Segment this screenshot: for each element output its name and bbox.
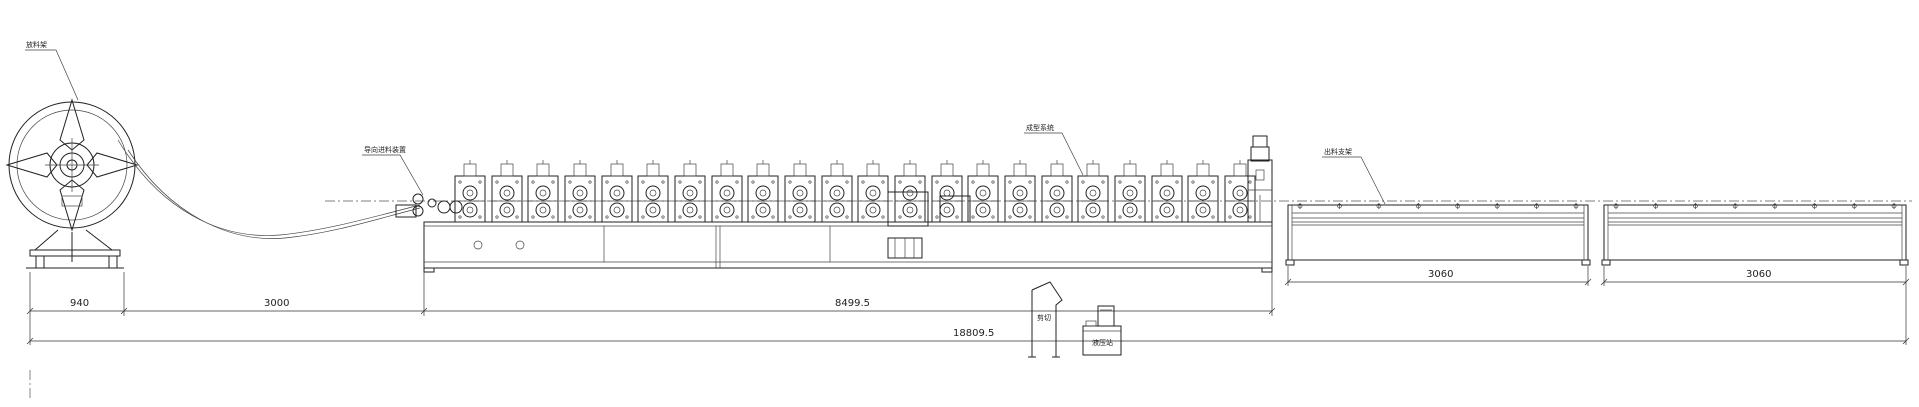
roll-stand xyxy=(931,160,963,223)
output-table-callout: 出料支架 xyxy=(1322,147,1386,205)
roll-stand xyxy=(1187,160,1219,223)
table-roller xyxy=(1772,203,1778,209)
roll-stand xyxy=(527,160,559,223)
table-roller xyxy=(1851,203,1857,209)
roll-stand xyxy=(601,160,633,223)
table-roller xyxy=(1812,203,1817,209)
feeding-guide xyxy=(395,193,463,218)
steel-strip xyxy=(117,139,421,236)
hydraulic-station-label: 液压站 xyxy=(1092,338,1113,347)
roll-stand xyxy=(1114,160,1146,223)
decoiler-label: 放料架 xyxy=(26,40,47,49)
roll-stands xyxy=(454,160,1256,223)
table-roller xyxy=(1653,203,1659,209)
table-roller xyxy=(1693,203,1698,209)
table-roller xyxy=(1455,203,1461,209)
dim-total: 18809.5 xyxy=(953,328,994,339)
roll-stand xyxy=(1004,160,1036,223)
forming-system-label: 成型系统 xyxy=(1026,123,1054,132)
roll-stand xyxy=(454,160,486,223)
cutting-bracket: 剪切 xyxy=(1028,281,1063,358)
roll-stand xyxy=(894,160,926,223)
feeding-guide-callout: 导向进料装置 xyxy=(362,145,424,196)
roll-stand xyxy=(1077,160,1109,223)
cutting-label: 剪切 xyxy=(1037,313,1051,322)
table-roller xyxy=(1613,203,1619,209)
roll-stand xyxy=(857,160,889,223)
roll-stand xyxy=(491,160,523,223)
table-roller xyxy=(1337,203,1342,209)
roll-stand xyxy=(564,160,596,223)
decoiler-callout: 放料架 xyxy=(25,40,79,101)
table-roller xyxy=(1297,203,1303,209)
output-table-1 xyxy=(1285,204,1591,266)
dim-940: 940 xyxy=(70,298,89,309)
table-roller xyxy=(1415,203,1421,209)
cutting-unit xyxy=(1247,135,1273,223)
forming-system-callout: 成型系统 xyxy=(1024,123,1084,176)
table-roller xyxy=(1534,203,1539,209)
table-rollers xyxy=(1297,203,1897,209)
roll-stand xyxy=(1041,160,1073,223)
table-roller xyxy=(1891,203,1897,209)
roll-stand xyxy=(821,160,853,223)
roll-stand xyxy=(711,160,743,223)
table-roller xyxy=(1573,203,1579,209)
roll-stand xyxy=(637,160,669,223)
roll-stand xyxy=(967,160,999,223)
dim-3060-b: 3060 xyxy=(1746,269,1771,280)
decoiler xyxy=(5,98,139,269)
output-table-label: 出料支架 xyxy=(1324,147,1352,156)
roll-stand xyxy=(1224,160,1256,223)
table-roller xyxy=(1732,203,1738,209)
roll-stand xyxy=(674,160,706,223)
roll-stand xyxy=(1151,160,1183,223)
table-roller xyxy=(1376,203,1382,209)
dim-3060-a: 3060 xyxy=(1428,269,1453,280)
hydraulic-station: 液压站 xyxy=(1082,305,1122,356)
output-table-2 xyxy=(1601,204,1909,266)
dimension-lines xyxy=(26,266,1910,345)
feeding-guide-label: 导向进料装置 xyxy=(364,145,406,154)
roll-stand xyxy=(784,160,816,223)
dim-3000: 3000 xyxy=(264,298,289,309)
dim-8499-5: 8499.5 xyxy=(835,298,870,309)
roll-stand xyxy=(747,160,779,223)
table-roller xyxy=(1494,203,1500,209)
